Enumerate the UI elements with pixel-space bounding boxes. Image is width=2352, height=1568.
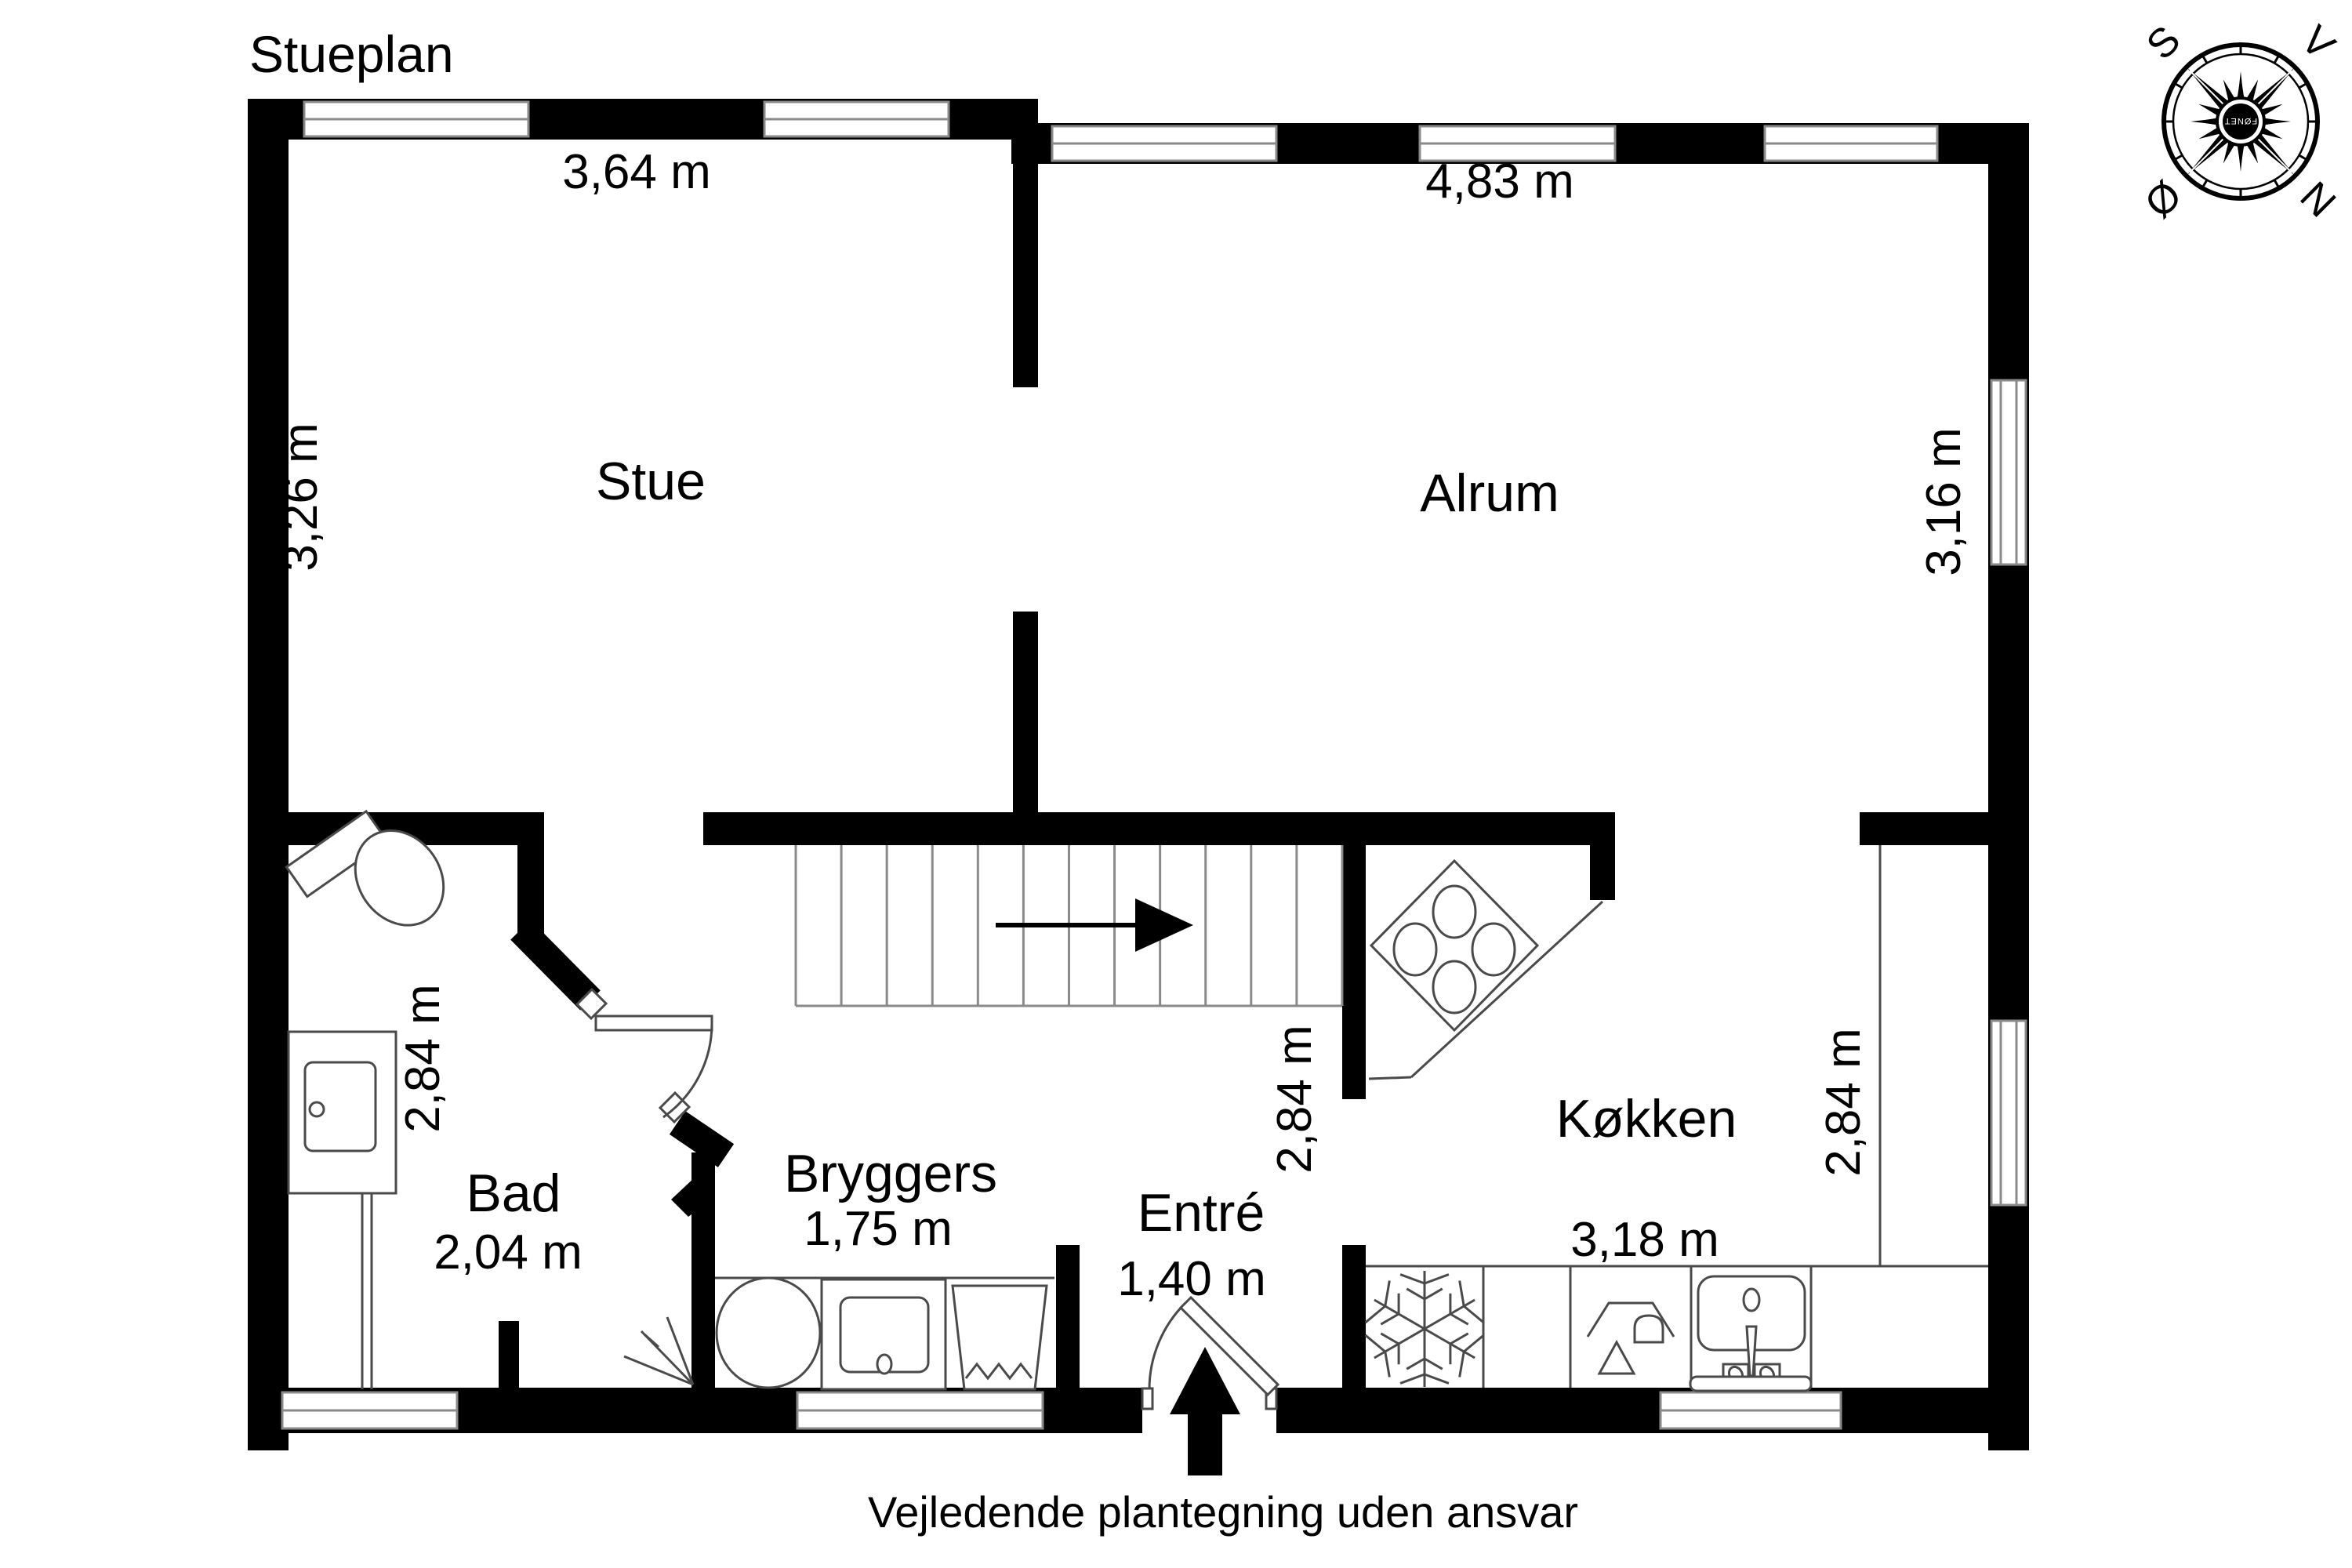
entrance-arrow-icon — [1170, 1347, 1240, 1475]
door-stop-tooth — [671, 1176, 696, 1217]
window-alrum-3 — [1763, 125, 1939, 162]
compass-letter-east: Ø — [2136, 172, 2191, 227]
window-alrum-1 — [1051, 125, 1278, 162]
page-title: Stueplan — [249, 25, 454, 83]
bathroom-door-leaf — [594, 1014, 713, 1032]
kitchen-sink-icon — [1689, 1275, 1813, 1392]
window-alrum-east — [1990, 379, 2027, 566]
bathroom-door — [575, 987, 713, 1124]
room-label-kokken: Køkken — [1556, 1089, 1737, 1149]
disclaimer-text: Vejledende plantegning uden ansvar — [868, 1487, 1578, 1537]
compass-rose-icon: FØNET S V Ø N — [2136, 17, 2344, 227]
stove-hob-icon — [1369, 858, 1540, 1033]
room-label-bad: Bad — [466, 1163, 561, 1223]
bathroom-sink — [287, 1030, 397, 1389]
window-bryggers-south — [796, 1391, 1044, 1430]
laundry-basket-icon — [951, 1284, 1048, 1391]
washing-machine-icon — [820, 1278, 947, 1391]
compass-letter-south: S — [2138, 17, 2190, 69]
kitchen-counter — [1366, 845, 1988, 1388]
dim-hall-depth: 2,84 m — [1268, 1025, 1322, 1174]
room-label-alrum: Alrum — [1420, 463, 1559, 523]
room-label-entre: Entré — [1138, 1183, 1265, 1243]
room-label-stue: Stue — [596, 452, 706, 511]
compass-letter-west: V — [2292, 17, 2344, 69]
labels: Stueplan Stue 3,64 m 3,26 m Alrum 4,83 m… — [249, 25, 1971, 1537]
toilet — [285, 809, 445, 927]
dim-bad-width: 2,04 m — [434, 1225, 583, 1279]
bryggers-appliances — [715, 1276, 1054, 1391]
dim-bryggers-width: 1,75 m — [804, 1202, 953, 1256]
entrance-door-swing-arc — [1148, 1301, 1187, 1390]
window-kokken-east — [1990, 1019, 2027, 1207]
bryggers-door-swing — [623, 1316, 695, 1386]
dim-entre-width: 1,40 m — [1117, 1252, 1266, 1306]
compass-letter-north: N — [2292, 173, 2345, 227]
dim-kokken-depth: 2,84 m — [1817, 1028, 1871, 1177]
compass-logo: FØNET — [2224, 116, 2257, 125]
window-bad-south — [281, 1391, 459, 1430]
dim-stue-depth: 3,26 m — [274, 423, 328, 572]
window-kokken-south — [1659, 1391, 1842, 1430]
stair-direction-arrow-icon — [996, 898, 1193, 952]
interior-walls — [289, 140, 1988, 1433]
dim-stue-width: 3,64 m — [562, 145, 711, 199]
dim-bad-depth: 2,84 m — [396, 984, 450, 1133]
dim-kokken-width: 3,18 m — [1570, 1213, 1719, 1267]
entrance-door-leaf — [1178, 1295, 1280, 1397]
room-label-bryggers: Bryggers — [784, 1144, 997, 1203]
dim-alrum-depth: 3,16 m — [1917, 427, 1971, 576]
washer-drum-icon — [715, 1276, 822, 1389]
staircase — [794, 845, 1344, 1007]
dishwasher-icon — [1586, 1301, 1675, 1375]
fridge-freezer-icon — [1364, 1271, 1485, 1387]
door-jamb — [575, 987, 608, 1021]
bathroom-door-swing-arc — [662, 1022, 713, 1119]
window-alrum-2 — [1418, 125, 1617, 162]
entrance-door — [1141, 1295, 1280, 1475]
window-stue-2 — [763, 100, 950, 138]
windows — [281, 100, 2027, 1430]
window-stue-1 — [303, 100, 530, 138]
dim-alrum-width: 4,83 m — [1425, 154, 1574, 209]
